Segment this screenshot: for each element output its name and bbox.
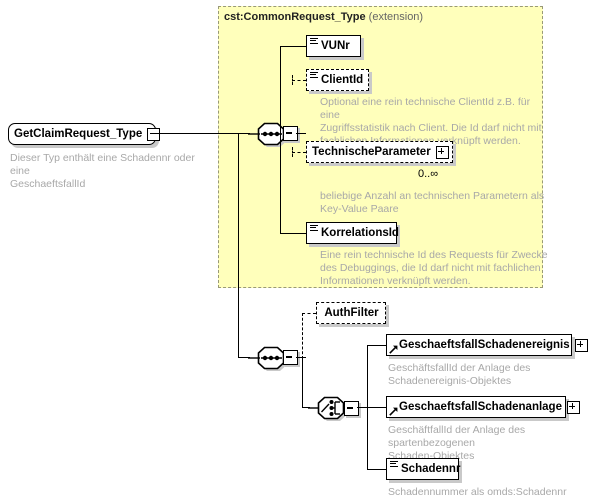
node-label: KorrelationsId <box>321 226 399 239</box>
node-get-claim-request-type[interactable]: GetClaimRequest_Type <box>8 123 161 145</box>
extension-group-title: cst:CommonRequest_Type (extension) <box>224 11 423 23</box>
extension-kind: (extension) <box>368 11 424 23</box>
line-trunk-to-sequence-bottom <box>238 357 250 359</box>
cardinality-technischeparameter: 0..∞ <box>418 168 439 180</box>
compositor-sequence-top[interactable] <box>248 119 292 147</box>
line-branch-technischeparameter-stub <box>292 147 293 157</box>
node-vunr[interactable]: VUNr <box>306 35 361 57</box>
line-sequence-top-out <box>296 133 306 135</box>
expand-toggle-schadenereignis[interactable] <box>574 338 588 352</box>
simple-type-icon <box>310 71 318 78</box>
line-root-to-trunk <box>156 133 238 135</box>
line-branch-authfilter <box>302 313 316 314</box>
line-branch-bus-authfilter <box>302 313 303 359</box>
node-schadennr[interactable]: Schadennr <box>386 458 461 480</box>
line-choice-branch-schadenereignis <box>367 345 386 347</box>
node-label: ClientId <box>321 73 364 86</box>
simple-type-icon <box>310 224 318 231</box>
node-technischeparameter[interactable]: TechnischeParameter <box>306 141 453 163</box>
reference-arrow-icon <box>389 407 398 416</box>
compositor-choice[interactable] <box>308 393 352 421</box>
node-korrelationsid[interactable]: KorrelationsId <box>306 222 399 244</box>
extension-base-type: cst:CommonRequest_Type <box>224 11 366 23</box>
line-choice-branch-schadenanlage <box>367 407 386 409</box>
node-geschaeftsfall-schadenereignis[interactable]: GeschaeftsfallSchadenereignis <box>386 334 588 356</box>
line-branch-bus-bottom <box>302 357 304 408</box>
line-branch-bus-top <box>280 46 282 233</box>
node-label: TechnischeParameter <box>312 145 431 158</box>
annotation-schadennr: Schadennummer als omds:Schadennr <box>388 486 567 498</box>
annotation-schadenereignis: GeschäftsfallId der Anlage des Schadener… <box>388 362 531 387</box>
line-trunk-to-sequence-top <box>238 133 250 135</box>
node-label: GeschaeftsfallSchadenereignis <box>399 338 570 351</box>
reference-arrow-icon <box>389 345 398 354</box>
line-branch-clientid-stub <box>292 75 293 85</box>
node-clientid[interactable]: ClientId <box>306 69 369 91</box>
line-branch-to-choice <box>302 407 310 409</box>
line-sequence-bottom-out <box>296 357 306 359</box>
node-label: GeschaeftsfallSchadenanlage <box>399 400 562 413</box>
node-label: AuthFilter <box>324 306 379 319</box>
line-branch-technischeparameter <box>292 152 306 153</box>
line-branch-vunr <box>280 46 306 48</box>
collapse-toggle-choice[interactable] <box>344 401 359 416</box>
compositor-sequence-bottom[interactable] <box>248 343 292 371</box>
node-label: Schadennr <box>401 462 461 475</box>
simple-type-icon <box>390 460 398 467</box>
line-branch-clientid <box>292 80 306 81</box>
node-authfilter[interactable]: AuthFilter <box>316 302 386 324</box>
expand-toggle-schadenanlage[interactable] <box>566 400 580 414</box>
line-main-trunk <box>238 133 240 358</box>
line-choice-branch-schadennr <box>367 469 386 471</box>
annotation-technischeparameter: beliebige Anzahl an technischen Paramete… <box>320 190 545 215</box>
line-choice-out <box>357 407 367 409</box>
annotation-root: Dieser Typ enthält eine Schadennr oder e… <box>10 152 195 190</box>
node-geschaeftsfall-schadenanlage[interactable]: GeschaeftsfallSchadenanlage <box>386 396 580 418</box>
expand-toggle-technischeparameter[interactable] <box>435 145 449 159</box>
simple-type-icon <box>310 37 318 44</box>
node-label: VUNr <box>321 39 350 52</box>
line-branch-korrelationsid <box>280 233 306 235</box>
annotation-korrelationsid: Eine rein technische Id des Requests für… <box>320 249 548 287</box>
node-label: GetClaimRequest_Type <box>14 127 143 140</box>
